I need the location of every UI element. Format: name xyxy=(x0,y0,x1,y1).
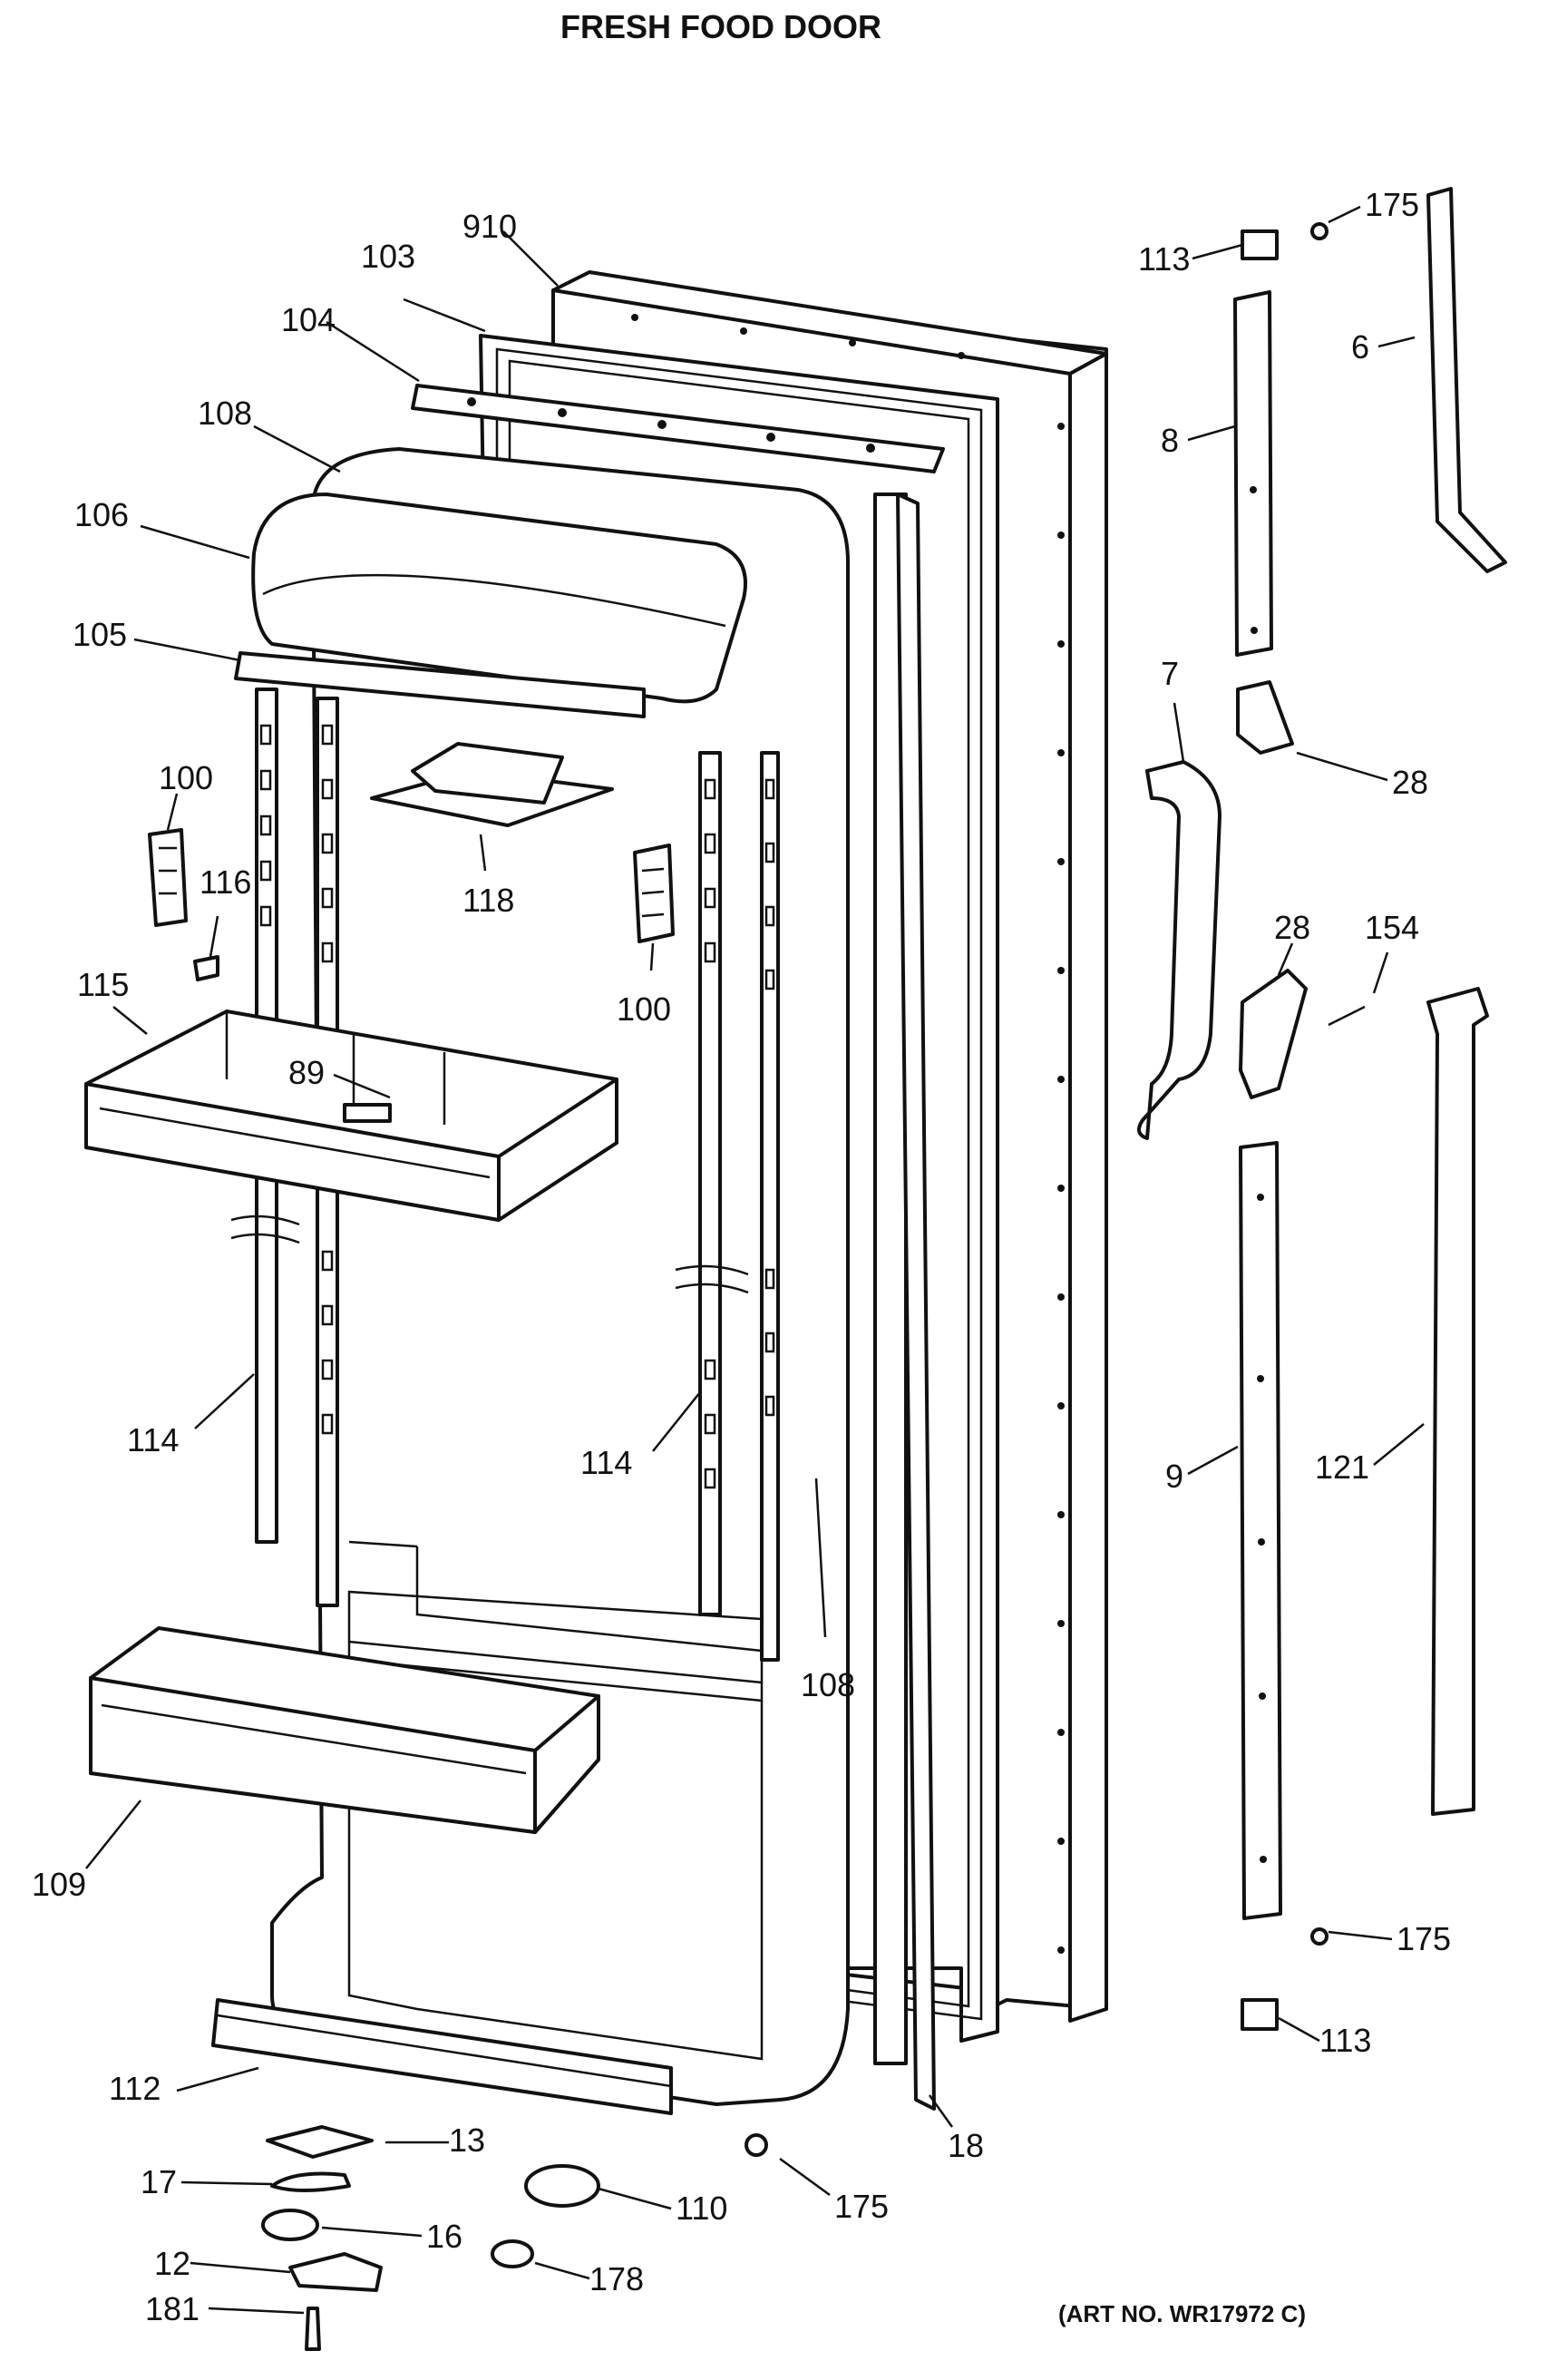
art-number: (ART NO. WR17972 C) xyxy=(1058,2300,1306,2327)
callout-16: 16 xyxy=(426,2218,462,2255)
callout-12: 12 xyxy=(154,2245,190,2282)
handle-fastener-mid xyxy=(1239,969,1366,1099)
callout-6: 6 xyxy=(1351,328,1369,366)
callout-104: 104 xyxy=(281,301,336,338)
liner-edge-bar xyxy=(411,384,945,473)
leader-lines xyxy=(85,205,1425,2315)
handle-trim-strip-bottom xyxy=(1426,987,1489,1816)
rail-slots xyxy=(259,724,775,1489)
callout-175-bottom: 175 xyxy=(834,2188,889,2225)
callout-labels: 910 103 104 108 106 105 100 116 118 100 … xyxy=(32,186,1451,2327)
shelf-bracket-clip-left xyxy=(148,828,188,927)
bottom-hinge-parts xyxy=(261,2125,383,2351)
shelf-bracket-clip-right xyxy=(633,844,675,943)
deep-door-bin xyxy=(84,1010,618,1222)
callout-109: 109 xyxy=(32,1866,86,1903)
callout-100-left: 100 xyxy=(159,759,213,796)
callout-108-top: 108 xyxy=(198,395,252,432)
callout-108-lower: 108 xyxy=(801,1666,855,1703)
handle-mount-bar-bottom xyxy=(1239,1141,1282,1920)
callout-114-left: 114 xyxy=(127,1421,179,1458)
door-handle xyxy=(1137,760,1221,1140)
handle-mount-bar-top xyxy=(1233,290,1273,657)
callout-114-right: 114 xyxy=(580,1444,632,1481)
door-panel-holes xyxy=(631,314,1065,1954)
callout-115: 115 xyxy=(77,966,129,1003)
callout-100-right: 100 xyxy=(617,990,671,1028)
dairy-compartment-door xyxy=(251,493,747,704)
callout-121: 121 xyxy=(1315,1448,1369,1486)
callout-910: 910 xyxy=(462,208,517,245)
callout-89: 89 xyxy=(288,1054,325,1091)
callout-113-bottom: 113 xyxy=(1319,2022,1371,2059)
callout-175-right: 175 xyxy=(1397,1920,1451,1957)
callout-181: 181 xyxy=(145,2290,200,2327)
callout-28-mid: 28 xyxy=(1274,909,1310,946)
callout-9: 9 xyxy=(1165,1458,1183,1495)
lower-door-bin xyxy=(89,1626,600,1834)
callout-18: 18 xyxy=(948,2127,984,2164)
door-seal-strip xyxy=(896,493,936,2111)
hinge-block-top xyxy=(1241,222,1329,260)
callout-103: 103 xyxy=(361,238,415,275)
diagram-title: FRESH FOOD DOOR xyxy=(560,8,881,45)
callout-154: 154 xyxy=(1365,909,1419,946)
small-clip xyxy=(193,955,219,981)
callout-17: 17 xyxy=(141,2163,177,2200)
hinge-block-bottom xyxy=(1241,1927,1329,2031)
callout-13: 13 xyxy=(449,2122,485,2159)
callout-178: 178 xyxy=(589,2260,644,2297)
door-glide-parts xyxy=(491,2133,768,2268)
handle-fastener-top xyxy=(1236,680,1294,755)
callout-8: 8 xyxy=(1161,422,1179,459)
callout-105: 105 xyxy=(73,616,127,653)
trim-strip xyxy=(234,651,646,718)
callout-118: 118 xyxy=(462,882,514,919)
rail-break-marks xyxy=(230,1214,749,1294)
callout-116: 116 xyxy=(200,863,251,901)
callout-175-top: 175 xyxy=(1365,186,1419,223)
liner-edge-bar-holes xyxy=(467,397,875,453)
callout-28-top: 28 xyxy=(1392,764,1428,801)
callout-106: 106 xyxy=(74,496,129,533)
callout-113-top: 113 xyxy=(1138,240,1190,278)
callout-110: 110 xyxy=(676,2190,727,2227)
callout-112: 112 xyxy=(109,2070,161,2107)
handle-trim-strip-top xyxy=(1426,187,1507,573)
bottom-trim-bar xyxy=(211,1998,673,2115)
butter-box xyxy=(370,742,614,827)
callout-7: 7 xyxy=(1161,655,1179,692)
